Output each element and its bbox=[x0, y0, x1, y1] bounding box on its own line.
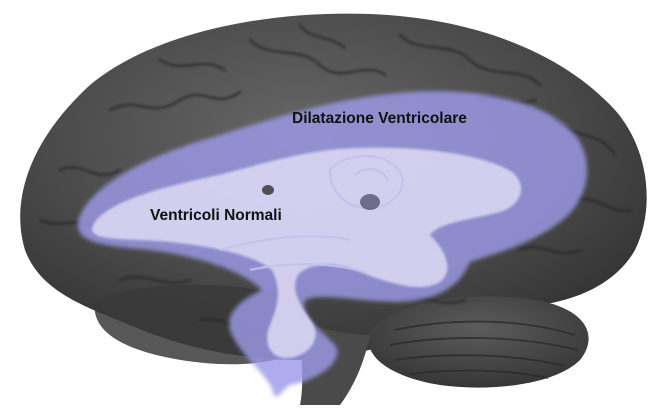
third-ventricle-dot bbox=[262, 185, 274, 195]
interventricular-foramen bbox=[360, 194, 380, 210]
label-normal-ventricles: Ventricoli Normali bbox=[150, 207, 282, 225]
label-dilated-ventricles: Dilatazione Ventricolare bbox=[292, 110, 467, 128]
